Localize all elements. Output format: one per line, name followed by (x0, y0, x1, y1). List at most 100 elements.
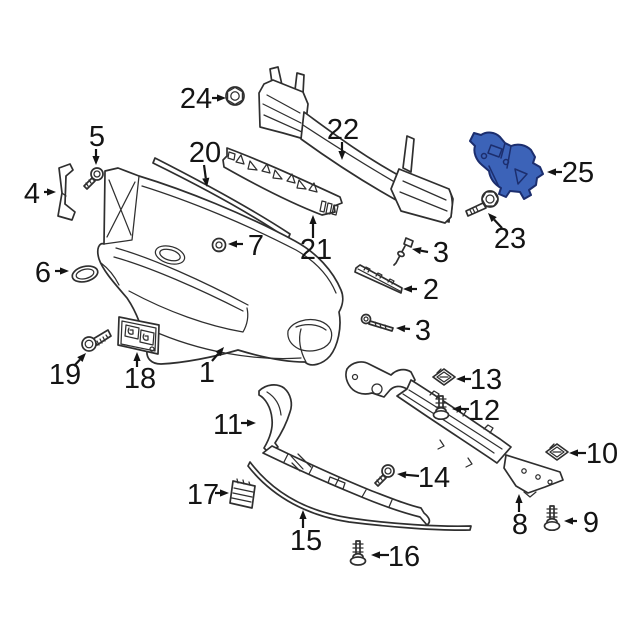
callout-11-arrow-head (247, 419, 256, 427)
callout-2-number: 2 (423, 274, 439, 306)
part-24-flange-nut[interactable] (225, 86, 245, 106)
line-art (227, 151, 236, 161)
callout-18: 18 (124, 352, 156, 395)
callout-3a-arrow-line (420, 249, 429, 254)
line-art (487, 144, 503, 158)
callout-23-number: 23 (494, 223, 526, 255)
line-art (436, 371, 452, 383)
part-2-mounting-strip[interactable] (354, 264, 403, 294)
callout-9-arrow-head (564, 517, 573, 525)
callout-21-arrow-head (309, 215, 317, 224)
callout-21: 21 (300, 215, 332, 266)
part-22-bumper-reinforcement-bar[interactable] (258, 66, 454, 224)
line-art (226, 86, 244, 106)
callout-17-arrow-head (220, 489, 229, 497)
callout-15-arrow-head (299, 510, 307, 519)
callout-23-arrow-head (488, 213, 497, 223)
callout-25-arrow-head (547, 168, 556, 176)
line-art (81, 336, 97, 352)
part-9-screw[interactable] (543, 505, 561, 532)
callout-5-arrow-head (92, 156, 100, 165)
line-art (469, 206, 479, 215)
line-art (100, 262, 120, 286)
part-1-front-bumper-cover[interactable] (96, 167, 344, 366)
line-art (230, 91, 240, 101)
line-art (299, 328, 307, 363)
callout-8: 8 (512, 494, 528, 541)
line-art (481, 190, 499, 208)
callout-24: 24 (180, 83, 226, 115)
line-art (103, 175, 140, 245)
line-art (402, 389, 503, 454)
callout-3a: 3 (412, 237, 449, 269)
part-18-license-plate-bracket[interactable] (117, 316, 160, 355)
part-21-impact-absorber[interactable] (222, 147, 343, 216)
part-5-screw[interactable] (83, 167, 104, 190)
part-7-push-nut[interactable] (211, 237, 227, 253)
callout-25-number: 25 (562, 157, 594, 189)
callout-7: 7 (228, 230, 264, 262)
line-art (363, 266, 395, 285)
line-art (480, 152, 488, 160)
callout-8-number: 8 (512, 509, 528, 541)
part-19-screw[interactable] (81, 329, 112, 352)
callout-19-number: 19 (49, 359, 81, 391)
callout-1-number: 1 (199, 357, 215, 389)
callout-20: 20 (189, 137, 221, 187)
part-4-side-bracket[interactable] (57, 163, 76, 221)
callout-13: 13 (456, 364, 502, 396)
part-13-u-clip[interactable] (432, 368, 456, 386)
line-art (547, 479, 553, 485)
line-art (438, 395, 444, 409)
part-10-u-clip[interactable] (545, 443, 569, 461)
part-16-screw[interactable] (349, 540, 367, 566)
part-11-lower-valance[interactable] (258, 384, 431, 526)
line-art (85, 179, 92, 187)
line-art (61, 175, 67, 205)
callout-3b: 3 (396, 315, 431, 347)
line-art (403, 237, 414, 248)
line-art (384, 467, 392, 475)
part-14-screw[interactable] (374, 464, 395, 487)
part-6-oval-plug[interactable] (71, 264, 100, 285)
part-3-push-pin-lower[interactable] (360, 313, 394, 332)
callout-2: 2 (403, 274, 439, 306)
callout-15-number: 15 (290, 525, 322, 557)
line-art (124, 324, 140, 340)
callout-6-number: 6 (35, 257, 51, 289)
line-art (546, 508, 558, 518)
callout-9-number: 9 (583, 507, 599, 539)
callout-16-arrow-head (371, 551, 380, 559)
callout-19-arrow-line (73, 358, 81, 367)
line-art (549, 443, 562, 453)
callout-16: 16 (371, 541, 420, 573)
callout-6: 6 (35, 257, 69, 289)
line-art (290, 453, 312, 472)
line-art (371, 383, 383, 395)
callout-18-number: 18 (124, 363, 156, 395)
callout-17: 17 (187, 479, 229, 511)
part-23-hex-bolt[interactable] (465, 190, 499, 217)
callout-1-arrow-line (211, 353, 219, 362)
part-12-screw[interactable] (432, 395, 450, 421)
callout-3b-arrow-head (396, 325, 406, 333)
line-art (402, 135, 415, 173)
callout-1: 1 (199, 347, 224, 389)
callout-10: 10 (569, 438, 618, 470)
line-art (363, 316, 369, 322)
line-art (448, 188, 453, 218)
line-art (357, 268, 401, 292)
line-art (106, 179, 136, 238)
callout-25: 25 (547, 157, 594, 189)
part-3-push-pin-upper[interactable] (393, 237, 414, 266)
part-15-lower-trim-strip[interactable] (247, 461, 472, 531)
callout-16-number: 16 (388, 541, 420, 573)
part-17-vent-grille[interactable] (229, 478, 256, 509)
callout-22-number: 22 (327, 114, 359, 146)
line-art (399, 180, 448, 212)
line-art (75, 268, 95, 280)
part-25-bumper-side-bracket-highlighted[interactable] (469, 131, 544, 200)
callout-8-arrow-head (515, 494, 523, 503)
